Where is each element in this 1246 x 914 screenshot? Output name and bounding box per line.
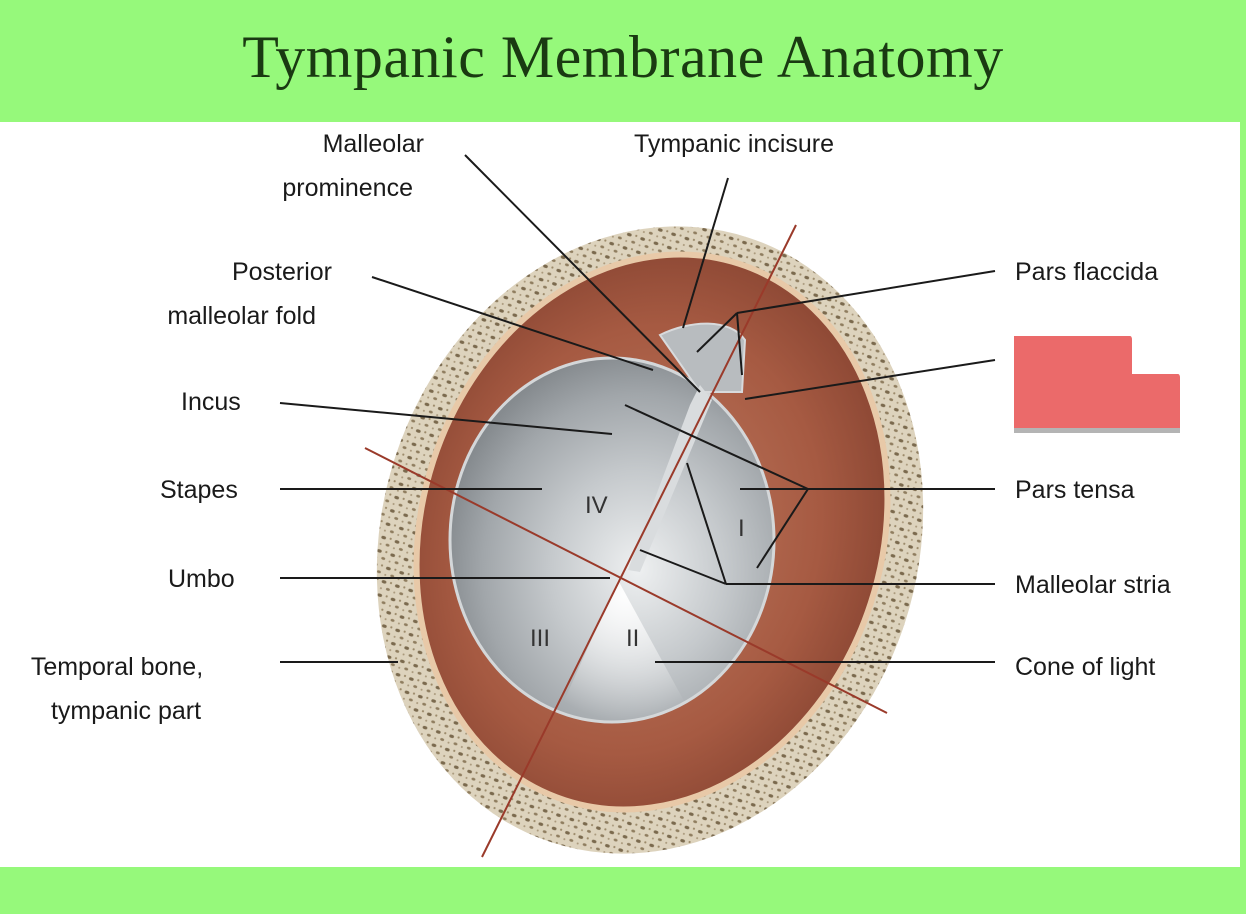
label-malleolar-prominence-line2: prominence [282, 174, 413, 202]
label-cone-of-light: Cone of light [1015, 653, 1156, 681]
label-malleolar-prominence: Malleolar prominence [230, 122, 424, 210]
label-pars-tensa: Pars tensa [1015, 476, 1135, 504]
right-border-strip [1240, 122, 1246, 867]
page-title: Tympanic Membrane Anatomy [242, 23, 1004, 90]
label-stapes: Stapes [160, 476, 238, 504]
label-tympanic-incisure: Tympanic incisure [633, 130, 835, 158]
label-malleolar-prominence-line1: Malleolar [322, 130, 424, 158]
label-posterior-line2: malleolar fold [167, 302, 316, 330]
bottom-banner [0, 867, 1246, 914]
leader-pars-flaccida-1 [696, 312, 738, 353]
leader-pars-tensa-3 [756, 488, 809, 569]
label-temporal-line2: tympanic part [50, 697, 202, 725]
cone-of-light-region [560, 580, 690, 721]
quadrant-iii: III [530, 625, 551, 652]
label-umbo: Umbo [168, 565, 235, 593]
label-temporal-line1: Temporal bone, [30, 653, 204, 681]
quadrant-iv: IV [585, 492, 608, 519]
leader-pars-tensa-1 [624, 404, 809, 490]
label-incus: Incus [181, 388, 241, 416]
label-pars-flaccida: Pars flaccida [1015, 258, 1159, 286]
label-malleolar-stria: Malleolar stria [1015, 571, 1171, 599]
perpendicular-axis-line [364, 447, 888, 714]
leader-incus [279, 402, 613, 435]
leader-pars-flaccida-main [736, 270, 996, 314]
leader-redacted [744, 359, 996, 400]
leader-malleolar-prominence [464, 154, 701, 393]
pars-flaccida-region [658, 322, 747, 393]
label-temporal-bone: Temporal bone, tympanic part [20, 645, 232, 733]
quadrant-i: I [738, 515, 745, 542]
label-posterior-malleolar-fold: Posterior malleolar fold [120, 250, 332, 338]
leader-malleolar-stria-2 [686, 462, 727, 585]
quadrant-ii: II [626, 625, 640, 652]
leader-tympanic-incisure [682, 177, 729, 329]
title-banner: Tympanic Membrane Anatomy [0, 0, 1246, 122]
label-posterior-line1: Posterior [231, 258, 332, 286]
redacted-label-block [1014, 336, 1180, 433]
leader-pars-flaccida-2 [736, 312, 743, 376]
leader-posterior-fold [371, 276, 654, 371]
leader-malleolar-stria-1 [639, 549, 727, 585]
anterior-axis-line [481, 224, 797, 858]
